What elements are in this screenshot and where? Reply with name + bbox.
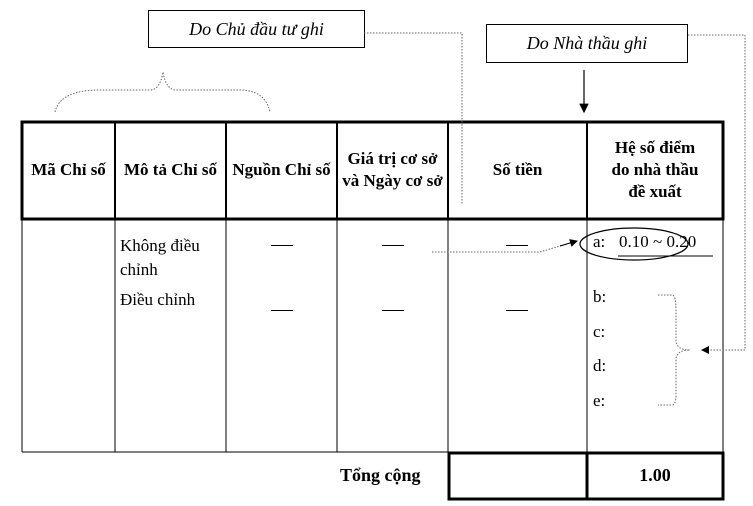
header-index-description: Mô tả Chỉ số: [123, 160, 218, 179]
row-adjustable-source-dash: [271, 310, 293, 311]
row-adjustable-amount-dash: [506, 310, 528, 311]
coef-value-a: 0.10 ~ 0.20: [619, 232, 697, 251]
row-adjustable-description: Điều chỉnh: [120, 290, 196, 309]
row-fixed-base-dash: [382, 245, 404, 246]
header-amount: Số tiền: [492, 160, 543, 179]
coef-label-c: c:: [593, 322, 606, 341]
coef-label-b: b:: [593, 287, 607, 306]
header-coefficient: Hệ số điểm do nhà thầu đề xuất: [611, 138, 699, 201]
row-fixed-source-dash: [271, 245, 293, 246]
header-base-value-date: Giá trị cơ sở và Ngày cơ sở: [342, 149, 443, 190]
contractor-callout-text: Do Nhà thầu ghi: [526, 33, 648, 53]
header-index-source: Nguồn Chỉ số: [232, 160, 331, 179]
row-fixed-amount-dash: [506, 245, 528, 246]
owner-callout-text: Do Chủ đầu tư ghi: [189, 18, 324, 39]
coef-label-a: a:: [593, 232, 606, 251]
row-fixed-description: Không điều chỉnh: [120, 236, 200, 279]
total-label: Tổng cộng: [340, 465, 421, 485]
header-index-code: Mã Chỉ số: [31, 160, 106, 179]
contractor-callout: Do Nhà thầu ghi: [486, 24, 688, 63]
coef-label-e: e:: [593, 391, 606, 410]
owner-callout: Do Chủ đầu tư ghi: [148, 10, 365, 48]
total-coefficient: 1.00: [639, 465, 671, 485]
coef-label-d: d:: [593, 356, 607, 375]
row-adjustable-base-dash: [382, 310, 404, 311]
